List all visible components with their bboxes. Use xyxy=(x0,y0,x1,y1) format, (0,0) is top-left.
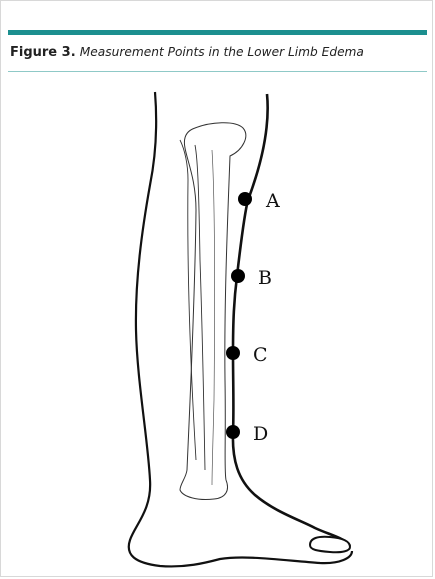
measurement-point-a xyxy=(238,192,252,206)
fibula-bone xyxy=(180,140,205,470)
measurement-point-b xyxy=(231,269,245,283)
measurement-point-c xyxy=(226,346,240,360)
measurement-point-label-a: A xyxy=(265,190,280,212)
measurement-point-label-b: B xyxy=(258,267,272,289)
measurement-point-label-c: C xyxy=(253,344,268,366)
leg-outline-front xyxy=(233,94,350,546)
tibia-inner-ridge xyxy=(212,150,215,485)
toe-outline xyxy=(310,537,350,552)
measurement-point-label-d: D xyxy=(253,423,268,445)
measurement-point-d xyxy=(226,425,240,439)
leg-outline-back xyxy=(129,92,352,566)
